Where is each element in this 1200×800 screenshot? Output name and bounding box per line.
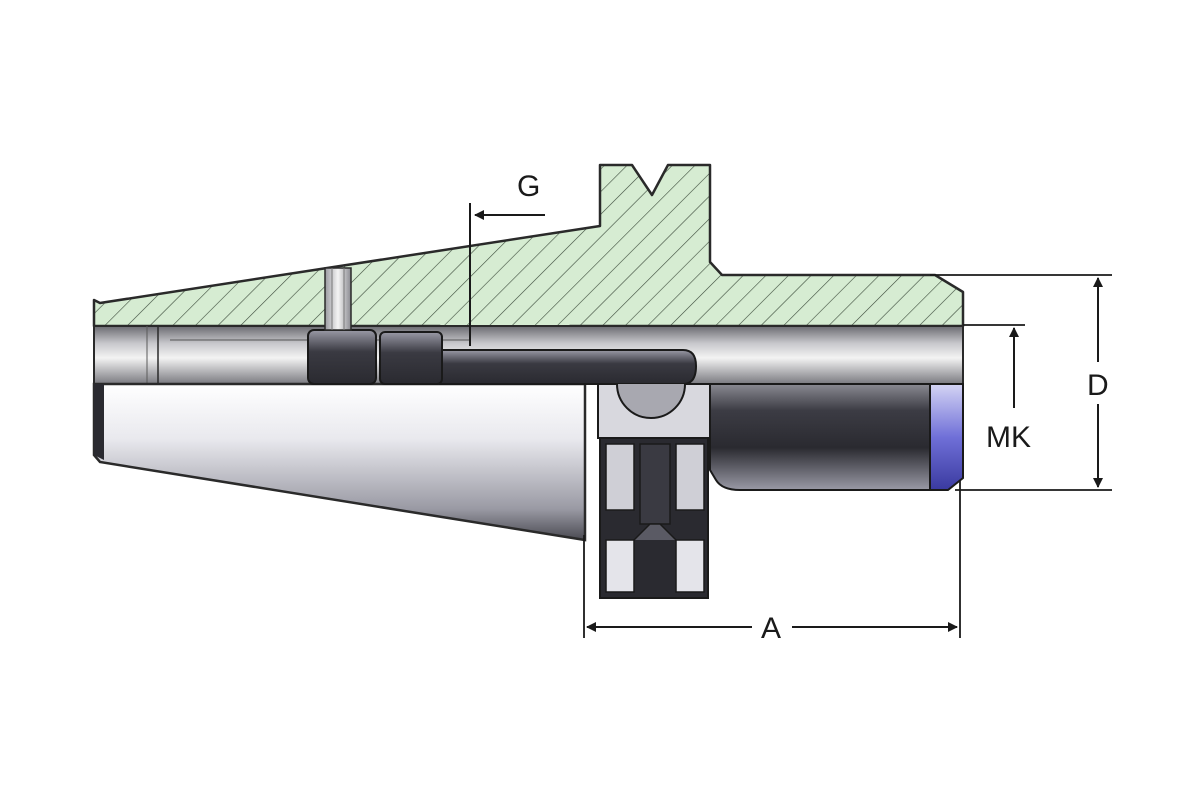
drawbar-rod <box>439 349 698 385</box>
drive-keys <box>599 437 709 599</box>
dimension-label-a: A <box>761 612 781 645</box>
dimension-label-mk: MK <box>986 421 1031 454</box>
shank-body <box>709 383 936 491</box>
chamfer-ring <box>929 383 964 491</box>
dimension-label-d: D <box>1087 369 1109 402</box>
pull-stud-block-2 <box>379 331 443 385</box>
dimension-label-g: G <box>517 170 540 203</box>
locking-pin <box>324 267 352 331</box>
pull-stud-block-1 <box>307 329 377 385</box>
taper-cone <box>92 382 587 542</box>
